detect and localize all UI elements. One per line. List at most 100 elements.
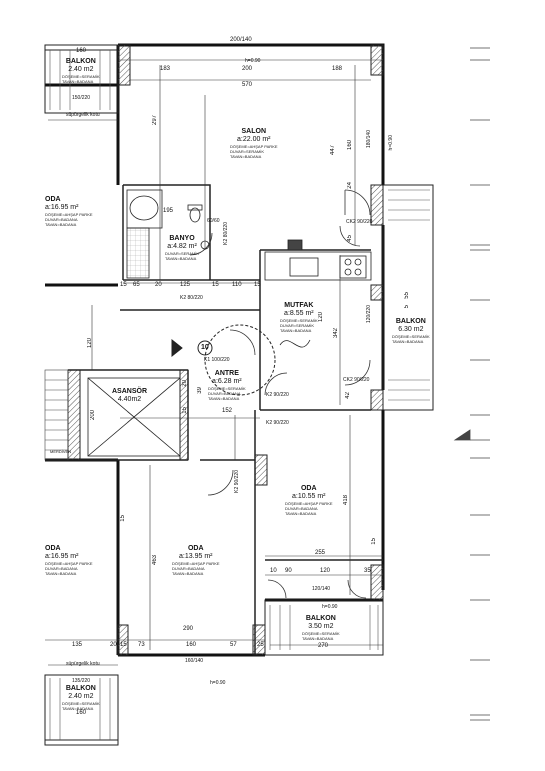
room-balkon-right: BALKON 6.30 m2 DÖŞEME=SERAMİK TAVAN=BADA… (392, 318, 430, 344)
dim-bottom-15: 15 (120, 642, 127, 648)
dim-oda-r-10: 10 (270, 568, 277, 574)
dim-antre-15: 15 (182, 407, 188, 414)
room-oda-top-left: ODA a:16.95 m² DÖŞEME=AHŞAP PARKE DUVAR=… (45, 196, 93, 227)
dim-corridor-120: 120 (87, 338, 93, 349)
wall-hatches (67, 44, 384, 656)
dim-bal-right-42: 42 (345, 392, 351, 399)
bathroom-fixtures (126, 189, 210, 279)
room-oda-center: ODA a:13.95 m² DÖŞEME=AHŞAP PARKE DUVAR=… (172, 545, 220, 576)
dim-salon-side-h: h=0.90 (388, 135, 394, 151)
room-area: a:8.55 m² (284, 310, 314, 317)
dim-bottom-135: 135 (72, 642, 83, 648)
dim-balkon-b-h: h=0.90 (322, 604, 338, 610)
room-oda-right: ODA a:10.55 m² DÖŞEME=AHŞAP PARKE DUVAR=… (285, 485, 333, 516)
room-name: MUTFAK (284, 302, 314, 309)
finish: DUVAR=BADANA (208, 391, 241, 396)
finish: DÖŞEME=AHŞAP PARKE (45, 561, 93, 566)
tag-stair: MERDİVEN (50, 449, 72, 454)
tag-door-k2-oda: K2 90/220 (266, 420, 289, 426)
room-area: a:22.00 m² (237, 136, 271, 143)
room-area: a:6.28 m² (212, 378, 242, 385)
finish: DUVAR=BADANA (45, 217, 78, 222)
room-name: BALKON (65, 685, 96, 692)
room-name: ODA (45, 545, 61, 552)
tag-door-k2-banyo: K2 80/220 (223, 222, 229, 245)
interior-walls (68, 184, 383, 655)
finish: TAVAN=BADANA (62, 706, 94, 711)
dim-row-110: 110 (232, 282, 242, 288)
tag-door-k1: K1 100/220 (204, 357, 230, 363)
note-bottom: süpürgelik kotu (66, 661, 100, 667)
dim-top-188: 188 (332, 66, 343, 72)
dim-row-65: 65 (133, 282, 140, 288)
dim-salon-width: 570 (242, 82, 253, 88)
dim-oda-r-90: 90 (285, 568, 292, 574)
room-name: ODA (300, 485, 317, 492)
dim-salon-side: 180/140 (366, 130, 372, 149)
dim-antre-20: 20 (182, 380, 188, 387)
dim-banyo-195: 195 (163, 208, 174, 214)
dim-salon-24: 24 (347, 182, 353, 189)
room-salon: SALON a:22.00 m² DÖŞEME=AHŞAP PARKE DUVA… (230, 128, 278, 159)
dim-top-h: h=0.90 (245, 58, 261, 64)
dim-balkon-top-w: 160 (76, 48, 87, 54)
dim-antre-39: 39 (197, 387, 203, 394)
finish: DUVAR=SERAMİK (280, 323, 315, 328)
room-area: 2.40 m2 (68, 693, 94, 700)
finish: DÖŞEME=SERAMİK (392, 334, 430, 339)
dim-balkon-b-sill: 120/140 (312, 586, 331, 592)
dim-bottom-290: 290 (183, 626, 194, 632)
dim-balkon-top-sill: 150/220 (72, 95, 91, 101)
dim-bottom-73: 73 (138, 642, 145, 648)
finish: TAVAN=BADANA (208, 396, 240, 401)
finish: DÖŞEME=AHŞAP PARKE (230, 144, 278, 149)
dim-oda-c-463: 463 (152, 555, 158, 566)
dim-oda-r-418: 418 (343, 495, 349, 506)
tag-door-k2-banyo-side: K2 80/220 (180, 295, 203, 301)
dim-mutfak-5: 5 (404, 305, 410, 309)
dim-antre-152: 152 (222, 408, 233, 414)
dim-oda-c-15: 15 (120, 515, 126, 522)
dim-bottom-h: h=0.90 (210, 680, 226, 686)
dim-bottom-25: 25 (257, 642, 264, 648)
dim-salon-160: 160 (347, 140, 353, 151)
finish: DUVAR=SERAMİK (230, 149, 265, 154)
room-mutfak: MUTFAK a:8.55 m² DÖŞEME=SERAMİK DUVAR=SE… (280, 302, 318, 333)
door-swings (189, 189, 371, 599)
room-name: ASANSÖR (112, 388, 148, 395)
finish: TAVAN=BADANA (45, 571, 77, 576)
finish: TAVAN=BADANA (280, 328, 312, 333)
finish: TAVAN=BADANA (62, 79, 94, 84)
dim-row-15c: 15 (254, 282, 261, 288)
dim-bottom-57: 57 (230, 642, 237, 648)
section-number: 10 (201, 344, 209, 351)
dim-top-200: 200 (242, 66, 253, 72)
finish: DÖŞEME=SERAMİK (62, 74, 100, 79)
room-area: 2.40 m2 (68, 66, 94, 73)
dim-top-overall: 200/140 (230, 37, 252, 43)
room-area: a:10.55 m² (292, 493, 326, 500)
finish: TAVAN=BADANA (285, 511, 317, 516)
room-name: ODA (187, 545, 204, 552)
section-marker (171, 324, 276, 396)
dim-row-15a: 15 (120, 282, 127, 288)
finish: TAVAN=BADANA (45, 222, 77, 227)
dim-oda-r-35: 35 (364, 568, 371, 574)
dim-bottom-270: 270 (318, 643, 329, 649)
balcony-railings (49, 50, 430, 740)
room-area: 6.30 m2 (398, 326, 424, 333)
room-name: BALKON (395, 318, 426, 325)
elevator-shaft (87, 377, 181, 457)
room-balkon-bottom: BALKON 3.50 m2 DÖŞEME=SERAMİK TAVAN=BADA… (302, 615, 340, 641)
finish: TAVAN=BADANA (172, 571, 204, 576)
room-area: 4.40m2 (117, 396, 142, 403)
room-name: BANYO (169, 235, 195, 242)
dim-mutfak-55: 55 (404, 292, 410, 299)
dim-salon-height: 447 (330, 145, 336, 156)
dim-row-15b: 15 (212, 282, 219, 288)
room-balkon-top: BALKON 2.40 m2 DÖŞEME=SERAMİK TAVAN=BADA… (62, 58, 100, 84)
finish: TAVAN=BADANA (302, 636, 334, 641)
dim-oda-r-120: 120 (320, 568, 331, 574)
room-name: ANTRE (214, 370, 239, 377)
